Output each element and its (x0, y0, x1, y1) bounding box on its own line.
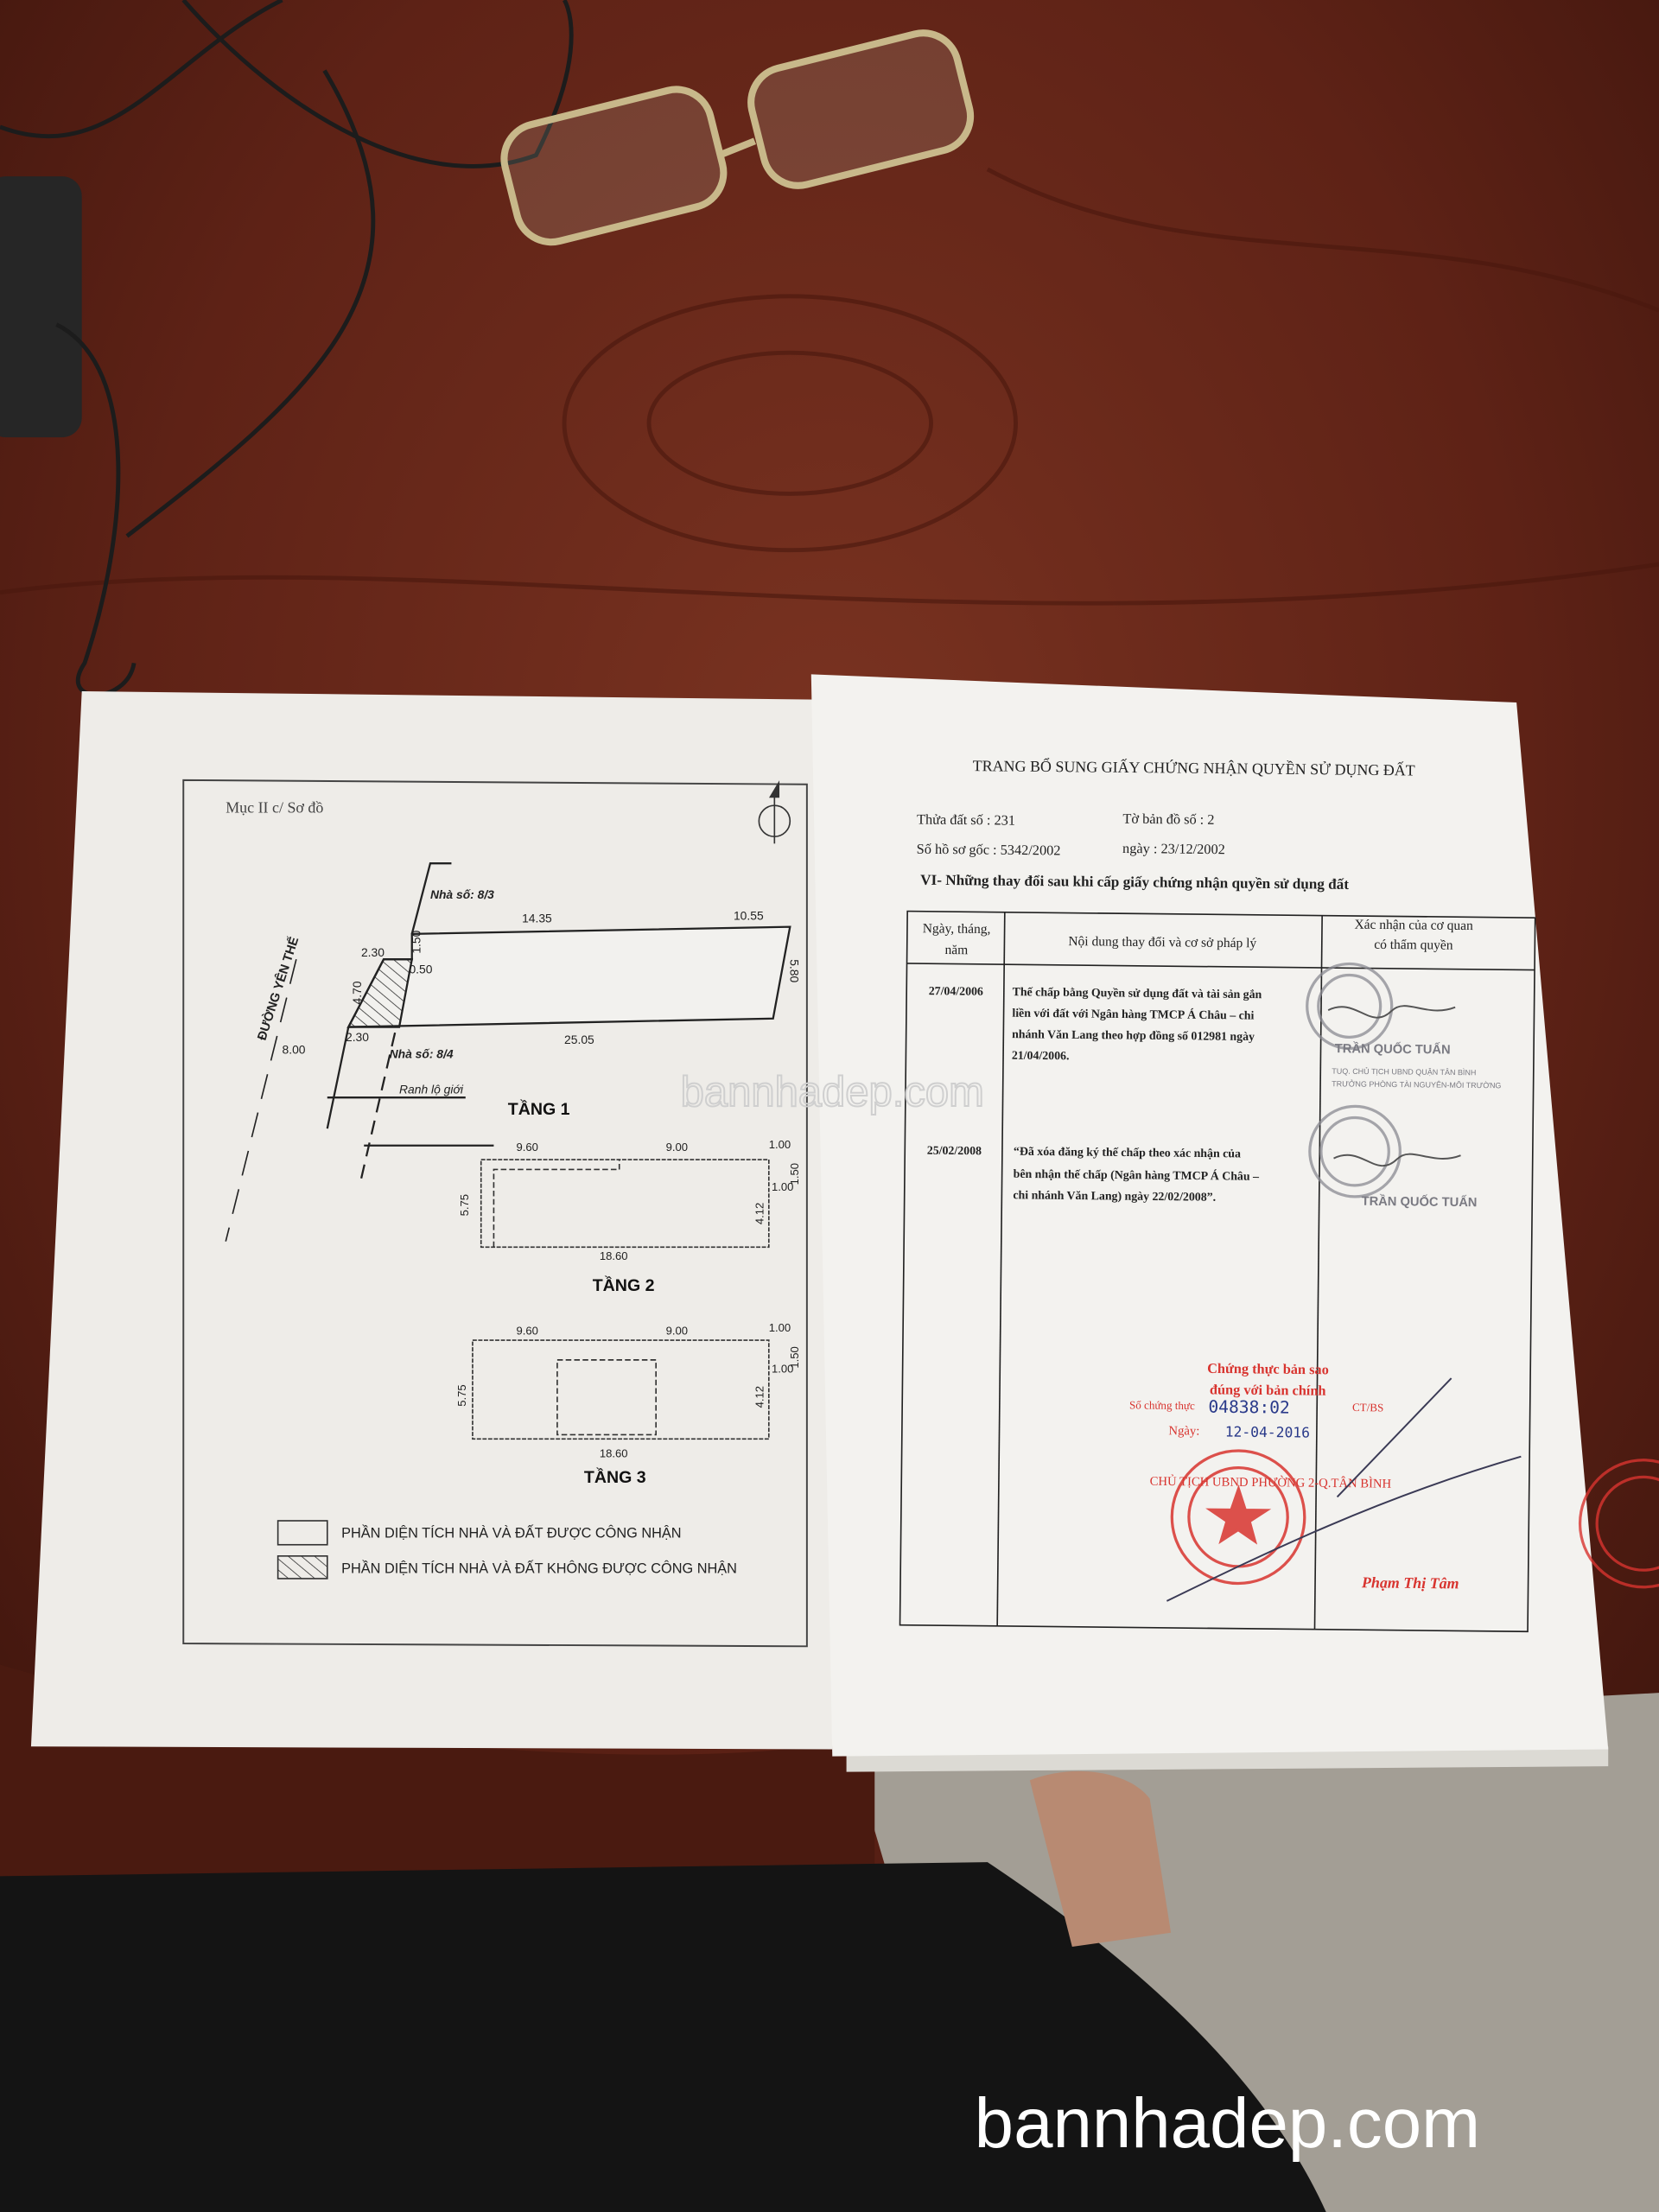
dim-9-60: 9.60 (517, 1141, 538, 1154)
eyeglasses-icon (500, 29, 975, 246)
neighbor-8-3: Nhà số: 8/3 (430, 887, 494, 901)
cert-line1: Chứng thực bản sao (1207, 1360, 1329, 1377)
signer-title-1: TUQ. CHỦ TỊCH UBND QUẬN TÂN BÌNH (1332, 1066, 1476, 1077)
section-label: Mục II c/ Sơ đồ (226, 798, 323, 816)
legend-recognized: PHẦN DIỆN TÍCH NHÀ VÀ ĐẤT ĐƯỢC CÔNG NHẬN (341, 1525, 681, 1541)
header-date-2: năm (944, 943, 968, 957)
cert-date-value: 12-04-2016 (1225, 1424, 1310, 1441)
dim-9-00: 9.00 (666, 1141, 688, 1154)
dim-9-00: 9.00 (666, 1324, 688, 1337)
floor2-title: TẦNG 2 (593, 1275, 655, 1295)
header-date-1: Ngày, tháng, (923, 921, 991, 937)
right-page: TRANG BỔ SUNG GIẤY CHỨNG NHẬN QUYỀN SỬ D… (810, 674, 1659, 1772)
cert-number-value: 04838:02 (1208, 1397, 1290, 1418)
dim-1-00-b: 1.00 (772, 1180, 793, 1193)
dim-10-55: 10.55 (734, 908, 764, 922)
dim-14-35: 14.35 (522, 912, 552, 925)
dim-1-50: 1.50 (788, 1346, 801, 1368)
cert-date-label: Ngày: (1168, 1424, 1199, 1438)
dim-25-05: 25.05 (564, 1033, 594, 1046)
header-content: Nội dung thay đổi và cơ sở pháp lý (1068, 934, 1256, 950)
file-date: ngày : 23/12/2002 (1122, 840, 1225, 857)
edge-red-seal-icon (1578, 1459, 1659, 1589)
floor1-title: TẦNG 1 (508, 1099, 570, 1119)
dim-8-00: 8.00 (283, 1043, 306, 1057)
dim-9-60: 9.60 (517, 1324, 538, 1337)
row1-date: 27/04/2006 (929, 985, 983, 999)
dim-2-30-top: 2.30 (361, 945, 385, 959)
legend-swatch-unrecognized (276, 1555, 328, 1580)
neighbor-8-4: Nhà số: 8/4 (390, 1046, 454, 1060)
row2-date: 25/02/2008 (927, 1145, 982, 1159)
cert-number-label: Số chứng thực (1129, 1398, 1195, 1412)
floor1-plan (326, 862, 791, 1185)
floor2-plan (480, 1159, 770, 1249)
map-sheet: Tờ bản đồ số : 2 (1122, 810, 1214, 828)
dark-cloth (0, 1862, 1326, 2212)
foot (1029, 1770, 1172, 1948)
dim-0-50: 0.50 (409, 963, 432, 976)
dim-5-75: 5.75 (458, 1194, 471, 1216)
signer-name-2: TRẦN QUỐC TUẤN (1362, 1193, 1478, 1210)
unrecognized-area (346, 958, 414, 1028)
header-confirm-2: có thẩm quyền (1374, 938, 1453, 953)
signature-2 (1333, 1153, 1461, 1167)
boundary-label: Ranh lộ giới (399, 1082, 464, 1096)
header-confirm-1: Xác nhận của cơ quan (1354, 918, 1473, 933)
dim-18-60: 18.60 (600, 1249, 628, 1262)
row2-line: “Đã xóa đăng ký thế chấp theo xác nhận c… (1014, 1146, 1241, 1161)
dim-1-00: 1.00 (769, 1321, 791, 1334)
signer-name-1: TRẦN QUỐC TUẤN (1335, 1040, 1451, 1057)
dim-5-80: 5.80 (787, 959, 801, 982)
wood-grain (0, 167, 1659, 606)
parcel-number: Thửa đất số : 231 (917, 810, 1015, 828)
black-case (0, 176, 82, 438)
left-page: Mục II c/ Sơ đồ ĐƯỜNG YÊN THẾ 14.35 10.5… (30, 691, 833, 1750)
north-arrow-icon (758, 780, 791, 844)
dim-1-00-b: 1.00 (772, 1363, 793, 1376)
pen-stroke (1166, 1455, 1522, 1602)
row1-line: 21/04/2006. (1012, 1050, 1070, 1064)
dim-1-50: 1.50 (788, 1163, 801, 1185)
dim-4-12: 4.12 (753, 1386, 766, 1408)
changes-table (899, 910, 1536, 1633)
file-number: Số hồ sơ gốc : 5342/2002 (917, 841, 1061, 859)
dim-1-00: 1.00 (769, 1138, 791, 1151)
dim-4-70: 4.70 (350, 981, 364, 1004)
row1-line: liền với đất với Ngân hàng TMCP Á Châu –… (1012, 1006, 1254, 1023)
row2-line: chi nhánh Văn Lang) ngày 22/02/2008”. (1013, 1189, 1216, 1204)
cert-line2: đúng với bản chính (1210, 1381, 1326, 1398)
official-stamp-icon (1306, 962, 1402, 1198)
corner-watermark: bannhadep.com (975, 2084, 1480, 2163)
signature-1 (1327, 1005, 1456, 1019)
dim-1-50: 1.50 (410, 930, 423, 953)
cert-book-suffix: CT/BS (1352, 1401, 1383, 1414)
cert-signer-title: CHỦ TỊCH UBND PHƯỜNG 2-Q.TÂN BÌNH (1150, 1474, 1392, 1491)
row2-line: bên nhận thế chấp (Ngân hàng TMCP Á Châu… (1014, 1166, 1261, 1184)
dim-4-12: 4.12 (753, 1203, 766, 1224)
legend-swatch-recognized (276, 1520, 328, 1546)
legend-unrecognized: PHẦN DIỆN TÍCH NHÀ VÀ ĐẤT KHÔNG ĐƯỢC CÔN… (341, 1560, 737, 1576)
dim-18-60: 18.60 (600, 1447, 628, 1460)
row1-line: Thế chấp bằng Quyền sử dụng đất và tài s… (1013, 986, 1262, 1001)
signer-title-2: TRƯỞNG PHÒNG TÀI NGUYÊN-MÔI TRƯỜNG (1332, 1078, 1501, 1090)
row1-line: nhánh Văn Lang theo hợp đồng số 012981 n… (1012, 1028, 1255, 1044)
diagram-frame (182, 779, 808, 1648)
cert-signer-name: Phạm Thị Tâm (1361, 1573, 1459, 1592)
floor3-plan (472, 1339, 770, 1440)
center-watermark: bannhadep.com (681, 1069, 984, 1116)
dim-2-30-bottom: 2.30 (346, 1030, 369, 1044)
dim-5-75: 5.75 (455, 1384, 468, 1406)
floor3-title: TẦNG 3 (584, 1467, 646, 1487)
